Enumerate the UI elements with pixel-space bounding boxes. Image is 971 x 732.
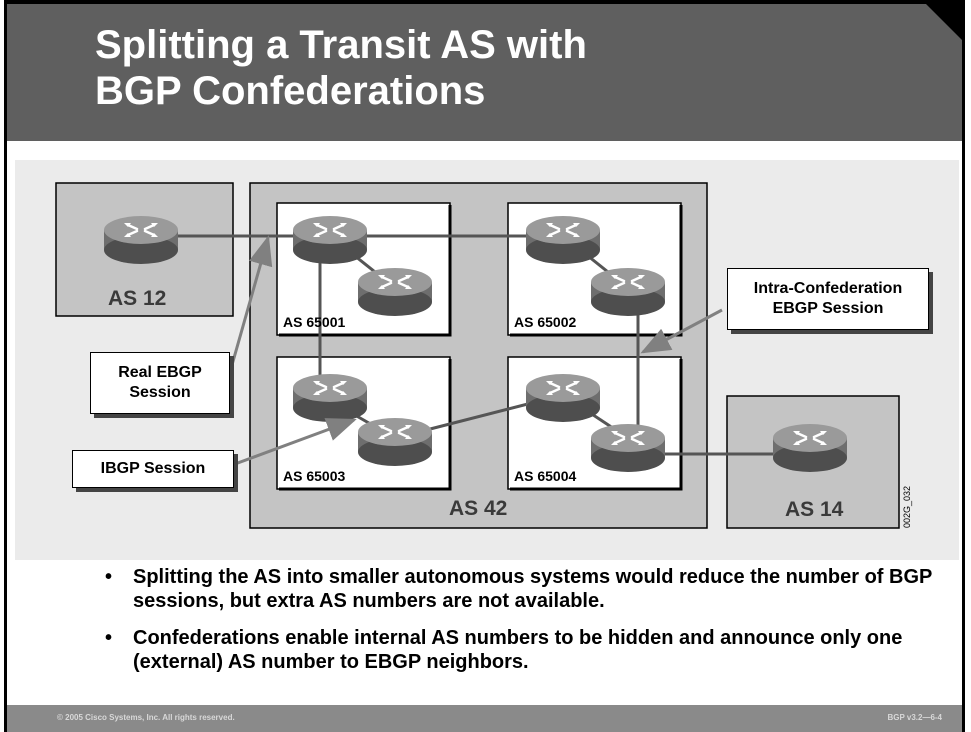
as65002-label: AS 65002	[514, 314, 577, 330]
bullet-list: •Splitting the AS into smaller autonomou…	[105, 565, 938, 687]
as65001-label: AS 65001	[283, 314, 346, 330]
footer: © 2005 Cisco Systems, Inc. All rights re…	[7, 705, 962, 732]
router-as65002-b	[591, 268, 665, 316]
bullet-dot-icon: •	[105, 566, 113, 588]
slide-title: Splitting a Transit AS with BGP Confeder…	[95, 23, 587, 113]
frame-left	[4, 0, 7, 732]
as14-label: AS 14	[785, 498, 844, 521]
ibgp-callout: IBGP Session	[72, 450, 234, 488]
router-as65001-a	[293, 216, 367, 264]
router-as65003-a	[293, 374, 367, 422]
bullet-item: •Splitting the AS into smaller autonomou…	[105, 566, 932, 612]
router-as12	[104, 216, 178, 264]
router-as14	[773, 424, 847, 472]
bullet-item: •Confederations enable internal AS numbe…	[105, 627, 903, 673]
router-as65004-b	[591, 424, 665, 472]
router-as65003-b	[358, 418, 432, 466]
frame-top	[4, 0, 965, 4]
bullet-dot-icon: •	[105, 627, 113, 649]
title-bar: Splitting a Transit AS with BGP Confeder…	[7, 4, 962, 141]
router-as65004-a	[526, 374, 600, 422]
router-as65001-b	[358, 268, 432, 316]
figure-code: 002G_032	[902, 485, 912, 529]
corner-triangle	[926, 4, 962, 40]
as12-label: AS 12	[108, 287, 167, 310]
copyright: © 2005 Cisco Systems, Inc. All rights re…	[57, 713, 235, 722]
as42-label: AS 42	[449, 497, 508, 520]
network-diagram	[15, 160, 959, 560]
intra-confederation-callout: Intra-Confederation EBGP Session	[727, 268, 929, 330]
as65004-label: AS 65004	[514, 468, 577, 484]
as65003-label: AS 65003	[283, 468, 346, 484]
real-ebgp-callout: Real EBGP Session	[90, 352, 230, 414]
frame-right	[962, 0, 965, 732]
router-as65002-a	[526, 216, 600, 264]
course-code: BGP v3.2—6-4	[887, 713, 942, 722]
